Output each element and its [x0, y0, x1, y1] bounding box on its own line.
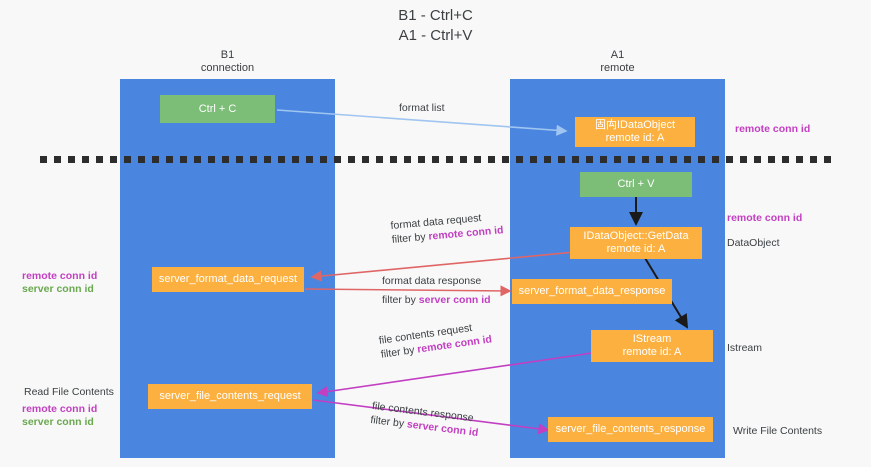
node-server-format-data-response-label: server_format_data_response [518, 285, 666, 297]
node-istream-subtitle: remote id: A [622, 346, 682, 358]
node-ctrl-c[interactable]: Ctrl + C [160, 95, 275, 123]
annotation-left-server-conn-id-mid: server conn id [22, 283, 94, 295]
node-server-file-contents-response-label: server_file_contents_response [555, 423, 706, 435]
edge-label-file-contents-response: file contents response filter by server … [370, 399, 481, 440]
annotation-left-read-file-contents: Read File Contents [24, 386, 114, 398]
column-header-b1-name: B1 [220, 49, 235, 61]
edge-label-format-data-request: format data request filter by remote con… [390, 209, 504, 247]
annotation-right-dataobject: DataObject [727, 237, 780, 249]
annotation-right-remote-conn-id-mid: remote conn id [727, 212, 803, 224]
node-ctrl-v[interactable]: Ctrl + V [580, 172, 692, 197]
title-line-2: A1 - Ctrl+V [398, 27, 473, 44]
edge-label-format-data-response-main: format data response [382, 275, 482, 287]
page-title: B1 - Ctrl+C A1 - Ctrl+V [0, 6, 871, 46]
column-header-a1-name: A1 [610, 49, 625, 61]
annotation-right-write-file-contents: Write File Contents [733, 425, 823, 437]
node-ctrl-c-label: Ctrl + C [198, 102, 237, 115]
column-header-b1-sub: connection [200, 62, 255, 74]
node-server-format-data-response[interactable]: server_format_data_response [512, 279, 672, 304]
node-istream[interactable]: IStream remote id: A [591, 330, 713, 362]
node-server-file-contents-request[interactable]: server_file_contents_request [148, 384, 312, 409]
node-getdata-subtitle: remote id: A [606, 243, 666, 255]
node-idataobject-subtitle: remote id: A [605, 132, 665, 144]
column-header-a1: A1 remote [510, 49, 725, 75]
column-header-a1-sub: remote [600, 62, 635, 74]
annotation-left-remote-conn-id-mid: remote conn id [22, 270, 98, 282]
edge-label-format-list: format list [399, 102, 445, 114]
node-idataobject[interactable]: 固⽱IDataObject remote id: A [575, 117, 695, 147]
node-idataobject-getdata[interactable]: IDataObject::GetData remote id: A [570, 227, 702, 259]
node-istream-title: IStream [632, 333, 672, 345]
annotation-left-remote-conn-id-bottom: remote conn id [22, 403, 98, 415]
node-getdata-title: IDataObject::GetData [583, 230, 689, 242]
node-server-format-data-request[interactable]: server_format_data_request [152, 267, 304, 292]
edge-label-format-data-response: format data response filter by server co… [382, 274, 491, 307]
phase-divider [40, 156, 831, 163]
edge-label-format-data-response-filter: filter by server conn id [382, 294, 491, 306]
key-server-conn-id: server conn id [418, 294, 491, 306]
annotation-left-server-conn-id-bottom: server conn id [22, 416, 94, 428]
node-ctrl-v-label: Ctrl + V [617, 178, 655, 190]
annotation-right-istream: Istream [727, 342, 763, 354]
annotation-right-remote-conn-id-top: remote conn id [735, 123, 811, 135]
title-line-1: B1 - Ctrl+C [398, 7, 473, 24]
node-idataobject-title: 固⽱IDataObject [594, 119, 676, 131]
node-server-file-contents-request-label: server_file_contents_request [159, 390, 301, 402]
node-server-format-data-request-label: server_format_data_request [158, 273, 298, 285]
column-header-b1: B1 connection [120, 49, 335, 75]
edge-label-file-contents-request: file contents request filter by remote c… [378, 318, 493, 361]
node-server-file-contents-response[interactable]: server_file_contents_response [548, 417, 713, 442]
